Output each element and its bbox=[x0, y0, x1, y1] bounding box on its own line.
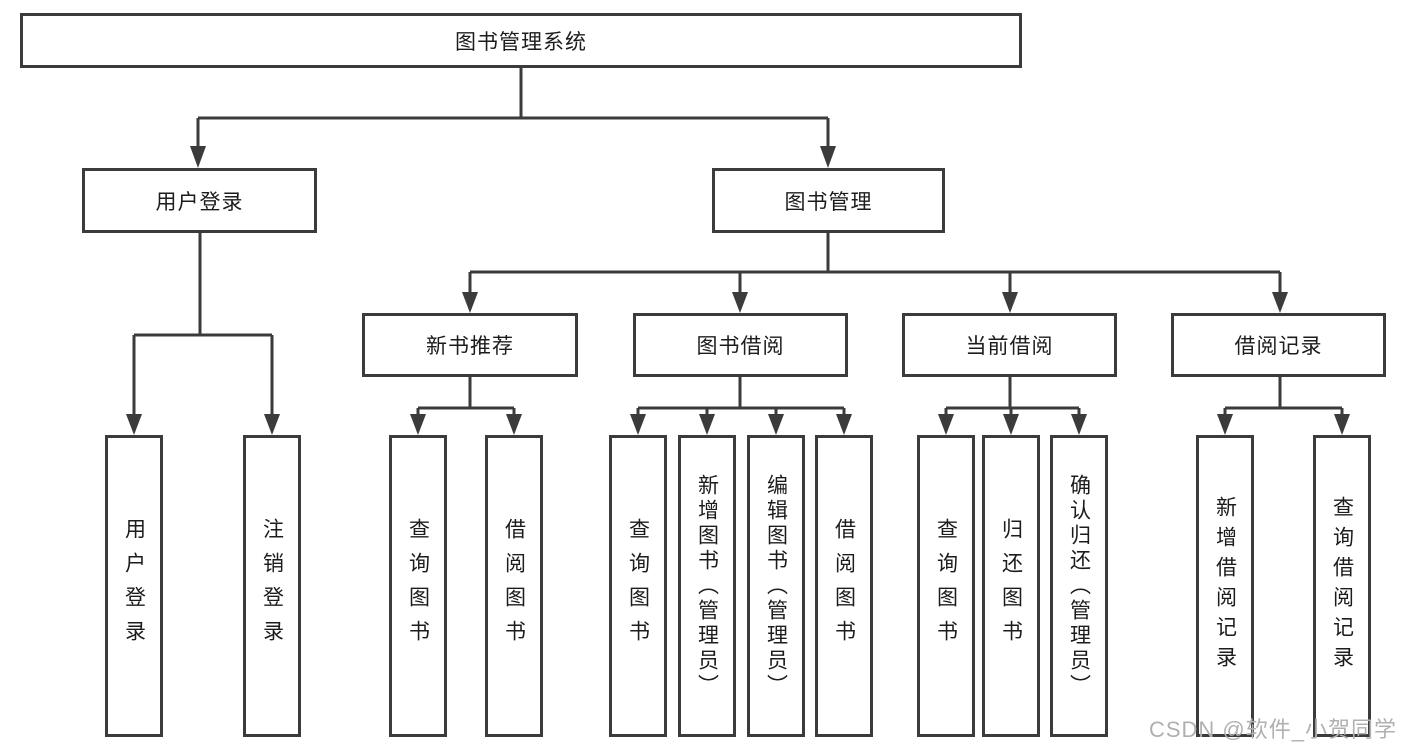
leaf-return-books: 归还图书 bbox=[982, 435, 1040, 737]
leaf-query-books-1: 查询图书 bbox=[389, 435, 447, 737]
leaf-add-books-admin-label: 新增图书（管理员） bbox=[695, 473, 719, 699]
node-root-label: 图书管理系统 bbox=[455, 30, 587, 54]
connector-bookmgmt-to-level3 bbox=[468, 233, 1282, 296]
node-current-borrow-label: 当前借阅 bbox=[965, 335, 1054, 358]
arrowheads bbox=[126, 146, 1350, 435]
node-current-borrow: 当前借阅 bbox=[902, 313, 1117, 377]
node-new-book-recommend: 新书推荐 bbox=[362, 313, 578, 377]
leaf-query-books-2-label: 查询图书 bbox=[626, 518, 650, 654]
leaf-borrow-books-1-label: 借阅图书 bbox=[502, 518, 526, 654]
leaf-confirm-return-admin-label: 确认归还（管理员） bbox=[1067, 473, 1091, 699]
leaf-add-books-admin: 新增图书（管理员） bbox=[678, 435, 736, 737]
leaf-user-login: 用户登录 bbox=[105, 435, 163, 737]
leaf-borrow-books-2-label: 借阅图书 bbox=[832, 518, 856, 654]
leaf-query-books-2: 查询图书 bbox=[609, 435, 667, 737]
connector-records-to-leaves bbox=[1223, 377, 1344, 419]
leaf-query-borrow-record-label: 查询借阅记录 bbox=[1330, 496, 1354, 676]
leaf-logout-label: 注销登录 bbox=[260, 518, 284, 654]
leaf-query-books-3-label: 查询图书 bbox=[934, 518, 958, 654]
connector-newbook-to-leaves bbox=[416, 377, 516, 419]
node-borrow-records-label: 借阅记录 bbox=[1234, 335, 1323, 358]
node-book-management-label: 图书管理 bbox=[784, 190, 873, 214]
node-root-system: 图书管理系统 bbox=[20, 13, 1022, 68]
leaf-add-borrow-record: 新增借阅记录 bbox=[1196, 435, 1254, 737]
node-new-book-recommend-label: 新书推荐 bbox=[426, 335, 514, 358]
connector-bookborrow-to-leaves bbox=[636, 377, 846, 419]
node-user-login: 用户登录 bbox=[82, 168, 317, 233]
leaf-query-books-3: 查询图书 bbox=[917, 435, 975, 737]
leaf-return-books-label: 归还图书 bbox=[999, 518, 1023, 654]
leaf-borrow-books-2: 借阅图书 bbox=[815, 435, 873, 737]
leaf-add-borrow-record-label: 新增借阅记录 bbox=[1213, 496, 1237, 676]
leaf-edit-books-admin: 编辑图书（管理员） bbox=[747, 435, 805, 737]
connector-userlogin-to-leaves bbox=[132, 233, 274, 418]
node-borrow-records: 借阅记录 bbox=[1171, 313, 1386, 377]
leaf-query-books-1-label: 查询图书 bbox=[406, 518, 430, 654]
node-user-login-label: 用户登录 bbox=[155, 190, 244, 214]
leaf-logout: 注销登录 bbox=[243, 435, 301, 737]
node-book-borrow-label: 图书借阅 bbox=[696, 335, 785, 358]
leaf-query-borrow-record: 查询借阅记录 bbox=[1313, 435, 1371, 737]
node-book-borrow: 图书借阅 bbox=[633, 313, 848, 377]
leaf-user-login-label: 用户登录 bbox=[122, 518, 146, 654]
connector-root-to-level2 bbox=[196, 68, 830, 150]
node-book-management: 图书管理 bbox=[712, 168, 945, 233]
leaf-confirm-return-admin: 确认归还（管理员） bbox=[1050, 435, 1108, 737]
csdn-watermark: CSDN @软件_小贺同学 bbox=[1148, 717, 1397, 742]
leaf-edit-books-admin-label: 编辑图书（管理员） bbox=[764, 473, 788, 699]
leaf-borrow-books-1: 借阅图书 bbox=[485, 435, 543, 737]
connector-currentborrow-to-leaves bbox=[944, 377, 1081, 419]
